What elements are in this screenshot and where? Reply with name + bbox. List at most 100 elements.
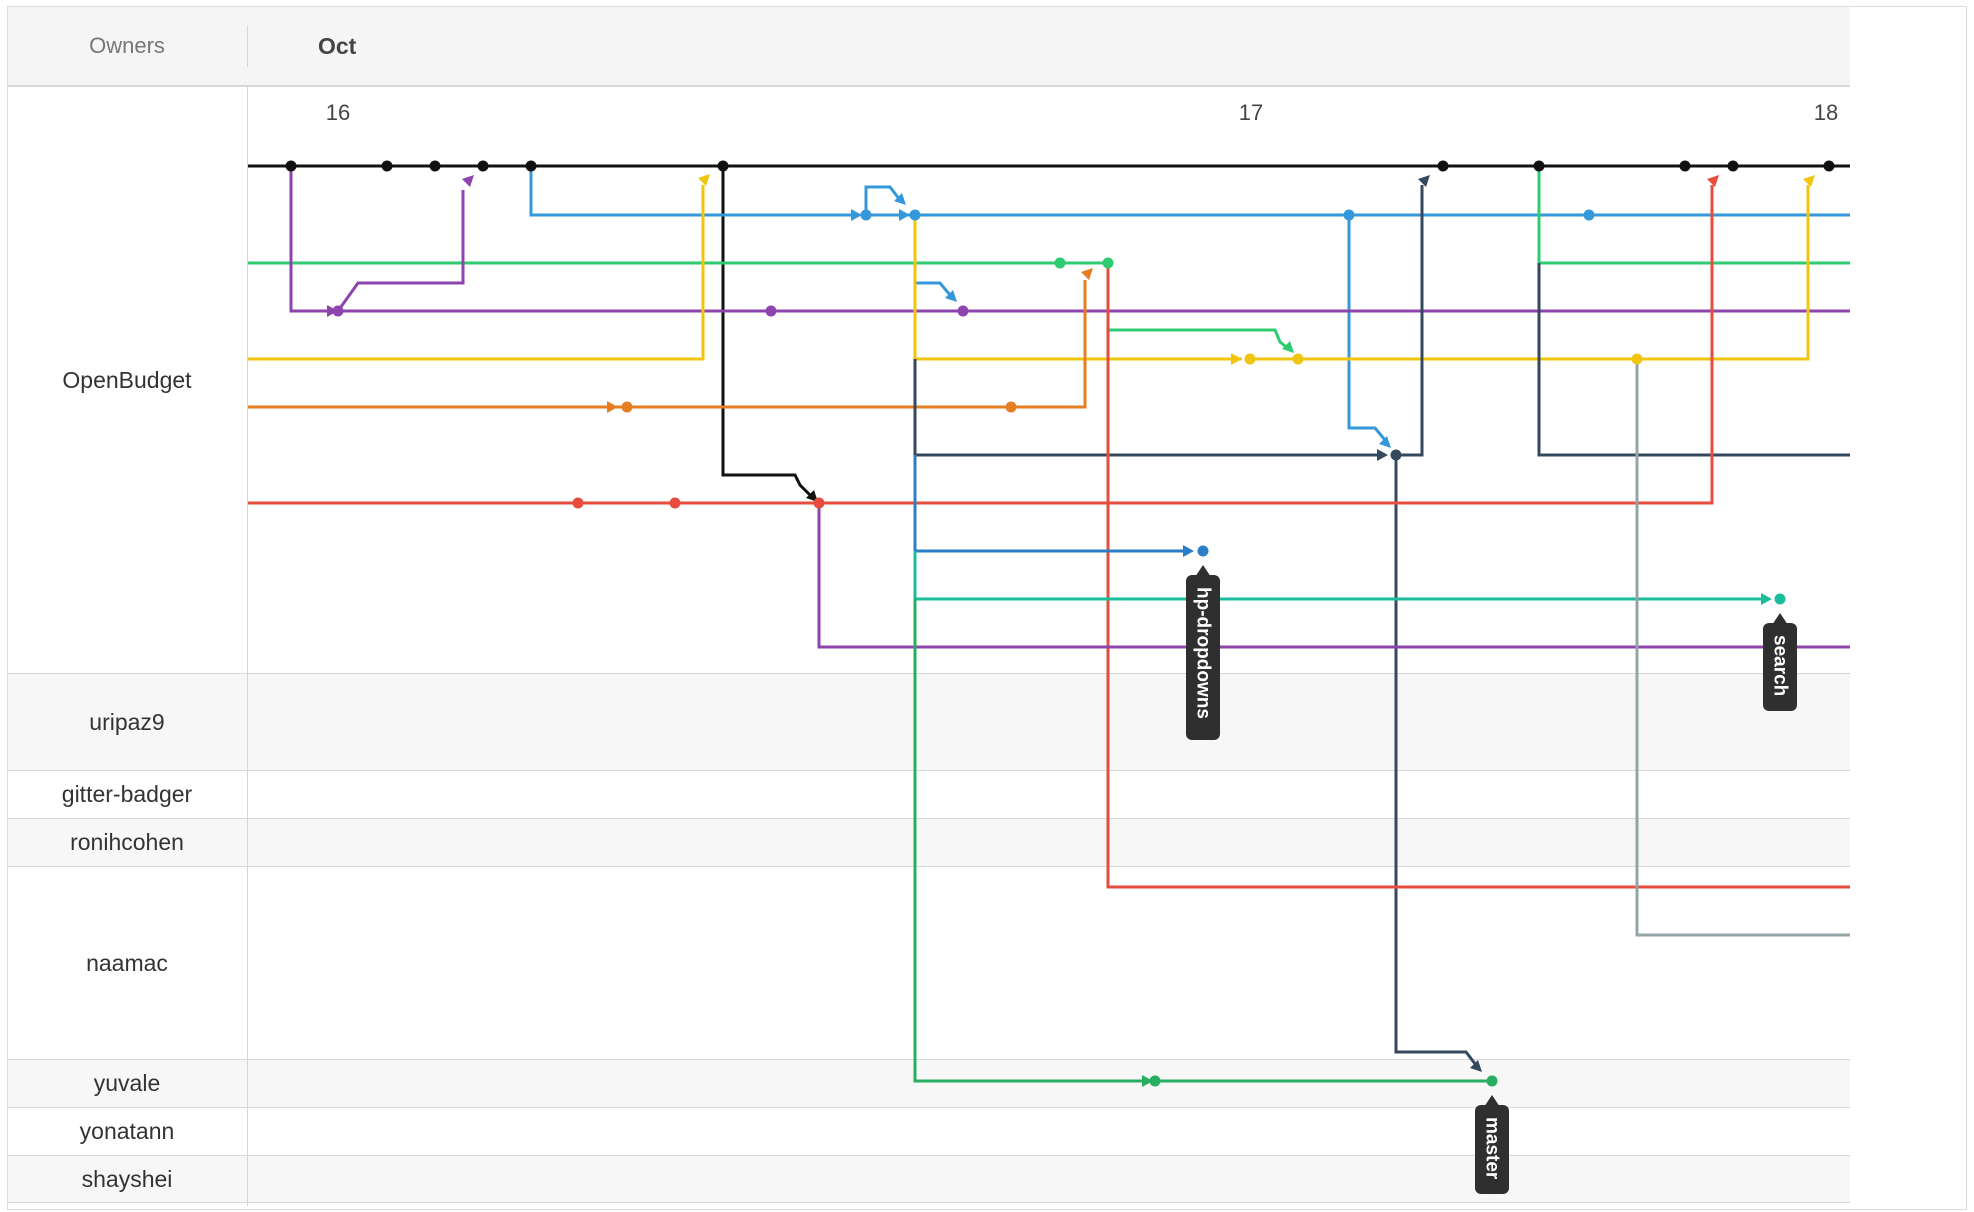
branch-line [817,503,1850,649]
merge-arrow-icon [1081,268,1093,280]
merge-arrow-icon [1761,593,1772,605]
commit-dot[interactable] [1102,257,1114,269]
owner-row-ronihcohen: ronihcohen [8,818,1850,866]
commit-dot[interactable] [1054,257,1066,269]
branch-line [336,190,465,312]
branch-line [1394,455,1478,1066]
owner-row-yuvale: yuvale [8,1059,1850,1107]
commit-dot[interactable] [1390,449,1402,461]
commit-dot[interactable] [669,497,681,509]
merge-arrow-icon [607,401,618,413]
badge-background [1475,1105,1509,1194]
merge-arrow-icon [462,175,474,187]
branch-line [1250,185,1810,361]
merge-arrow-icon [698,174,710,186]
commit-dot[interactable] [285,160,297,172]
owner-name[interactable]: naamac [86,949,168,976]
commit-dot[interactable] [1679,160,1691,172]
branch-line [864,185,902,215]
owner-row-openbudget: OpenBudget [8,86,1850,673]
branch-line [529,166,860,217]
owner-name[interactable]: gitter-badger [61,781,193,807]
commit-dot[interactable] [813,497,825,509]
branch-line [248,280,1087,409]
commit-dot[interactable] [332,305,344,317]
merge-arrow-icon [1418,175,1430,187]
commit-dot[interactable] [765,305,777,317]
merge-arrow-icon [1470,1060,1482,1072]
merge-arrow-icon [1183,545,1194,557]
commit-dot[interactable] [477,160,489,172]
commit-dot[interactable] [1583,209,1595,221]
owner-row-naamac: naamac [8,866,1850,1059]
day-tick: 17 [1238,100,1264,125]
commit-dot[interactable] [525,160,537,172]
merge-arrow-icon [851,209,862,221]
badge-text: master [1482,1117,1503,1180]
column-divider [247,86,248,1206]
month-label: Oct [318,33,357,59]
commit-dot[interactable] [1197,545,1209,557]
badge-pointer [1484,1095,1500,1107]
branch-line [721,166,817,502]
graph-header [8,7,1850,86]
day-tick: 16 [325,100,351,125]
commit-dot[interactable] [572,497,584,509]
branch-line [1106,263,1291,352]
branch-line [289,166,330,313]
owner-name[interactable]: yonatann [79,1118,175,1144]
owner-name[interactable]: yuvale [93,1070,161,1096]
branch-label-hp_dropdowns[interactable]: hp-dropdowns [1186,565,1220,740]
branch-label-master[interactable]: master [1475,1095,1509,1194]
owner-name[interactable]: OpenBudget [62,366,192,393]
commit-dot[interactable] [1823,160,1835,172]
badge-background [1186,575,1220,740]
merge-arrow-icon [806,490,818,502]
branch-line [913,599,1145,1083]
commit-dot[interactable] [381,160,393,172]
commit-dot[interactable] [429,160,441,172]
owner-row-shayshei: shayshei [8,1155,1850,1203]
merge-arrow-icon [1142,1075,1153,1087]
owner-row-yonatann: yonatann [8,1107,1850,1155]
commit-dot[interactable] [957,305,969,317]
commit-dot[interactable] [1727,160,1739,172]
commit-dot[interactable] [1774,593,1786,605]
branch-line [913,215,952,296]
day-tick: 18 [1813,100,1839,125]
owners-column-label: Owners [89,33,165,58]
owner-name[interactable]: shayshei [81,1165,173,1192]
merge-arrow-icon [894,193,906,205]
commit-dot[interactable] [1292,353,1304,365]
merge-arrow-icon [1707,175,1719,187]
merge-arrow-icon [1379,436,1391,448]
commit-dot[interactable] [1533,160,1545,172]
branch-label-search[interactable]: search [1763,613,1797,711]
commit-dot[interactable] [717,160,729,172]
commit-dot[interactable] [621,401,633,413]
commit-dot[interactable] [1149,1075,1161,1087]
branch-line [248,185,705,361]
commit-dot[interactable] [909,209,921,221]
commit-dot[interactable] [1005,401,1017,413]
merge-arrow-icon [1377,449,1388,461]
badge-background [1763,623,1797,711]
owner-row-gitter-badger: gitter-badger [8,770,1850,818]
owner-name[interactable]: ronihcohen [70,829,184,855]
commit-dot[interactable] [1343,209,1355,221]
merge-arrow-icon [899,209,910,221]
badge-pointer [1195,565,1211,577]
commit-dot[interactable] [1244,353,1256,365]
badge-pointer [1772,613,1788,625]
branch-line [248,185,1714,505]
commit-dot[interactable] [1631,353,1643,365]
owner-name[interactable]: uripaz9 [89,708,165,735]
merge-arrow-icon [945,290,957,302]
owner-row-uripaz9: uripaz9 [8,673,1850,770]
commit-dot[interactable] [860,209,872,221]
network-graph-panel [7,6,1967,1210]
merge-arrow-icon [1803,175,1815,187]
commit-dot[interactable] [1486,1075,1498,1087]
commit-dot[interactable] [1437,160,1449,172]
